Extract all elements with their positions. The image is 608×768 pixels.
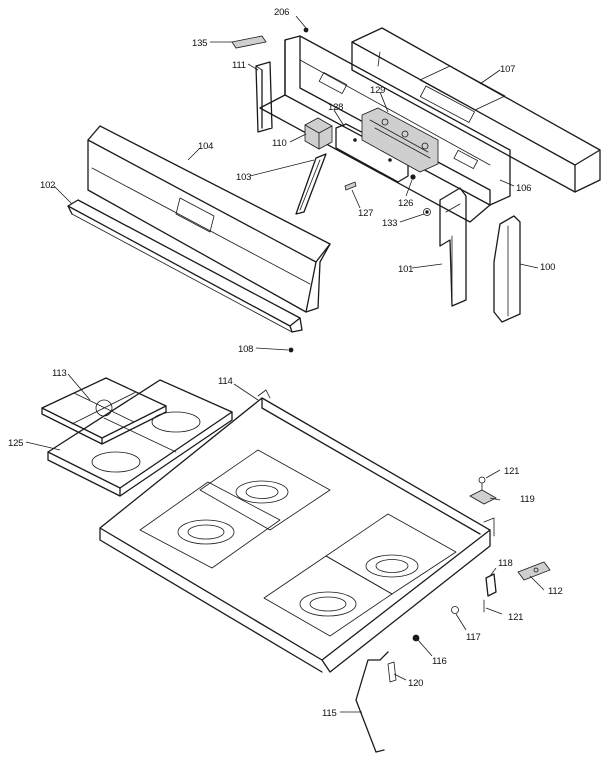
callout-125: 125 [8, 438, 23, 449]
callout-107: 107 [500, 64, 515, 75]
callout-116: 116 [432, 656, 447, 667]
part-135-clip [231, 35, 267, 49]
callout-135: 135 [192, 38, 207, 49]
part-118-bracket [485, 573, 497, 597]
callout-108: 108 [238, 344, 253, 355]
callout-100: 100 [540, 262, 555, 273]
part-108-screw [288, 347, 294, 353]
part-114-main-cooktop [99, 389, 495, 673]
callout-102: 102 [40, 180, 55, 191]
leader-lines [25, 15, 545, 713]
callout-119: 119 [520, 494, 535, 505]
callout-112: 112 [548, 586, 563, 597]
part-127-pin [344, 181, 357, 191]
callout-121-lower: 121 [508, 612, 523, 623]
callout-117: 117 [466, 632, 481, 643]
part-111-left-bracket [255, 61, 273, 133]
part-120-clip [387, 661, 397, 683]
callout-103: 103 [236, 172, 251, 183]
part-128-control-plate [335, 123, 409, 183]
callout-121-upper: 121 [504, 466, 519, 477]
part-116-nut [412, 634, 420, 642]
callout-126: 126 [398, 198, 413, 209]
callout-129: 129 [370, 85, 385, 96]
callout-118: 118 [498, 558, 513, 569]
callout-133: 133 [382, 218, 397, 229]
callout-104: 104 [198, 141, 213, 152]
part-107-top-cover [351, 27, 601, 193]
callout-110: 110 [272, 138, 287, 149]
part-117-nut [451, 606, 459, 614]
part-100-end-cap [493, 215, 521, 323]
callout-128: 128 [328, 102, 343, 113]
part-133-screw [423, 208, 431, 216]
part-126-screw [410, 174, 416, 180]
callout-113: 113 [52, 368, 67, 379]
part-115-support-rod [355, 651, 389, 753]
part-101-end-bracket [439, 187, 467, 307]
part-102-trim-strip [67, 199, 303, 333]
callout-127: 127 [358, 208, 373, 219]
part-104-control-panel [87, 125, 331, 313]
callout-120: 120 [408, 678, 423, 689]
part-129-timer-module [361, 107, 439, 173]
part-103-bracket [295, 153, 327, 215]
callout-114: 114 [218, 376, 233, 387]
part-112-hinge [517, 561, 551, 581]
part-110-switch [304, 117, 333, 150]
callout-115: 115 [322, 708, 337, 719]
callout-101: 101 [398, 264, 413, 275]
part-125-drip-tray [47, 379, 233, 497]
callout-labels: 206 135 111 107 129 128 110 104 103 102 … [8, 7, 563, 719]
part-113-burner-grate [41, 377, 167, 445]
part-121-screw-upper [478, 476, 486, 491]
callout-111: 111 [232, 60, 246, 71]
callout-206: 206 [274, 7, 289, 18]
callout-106: 106 [516, 183, 531, 194]
part-119-hinge-bracket [469, 489, 497, 505]
part-206-screw [303, 27, 309, 33]
